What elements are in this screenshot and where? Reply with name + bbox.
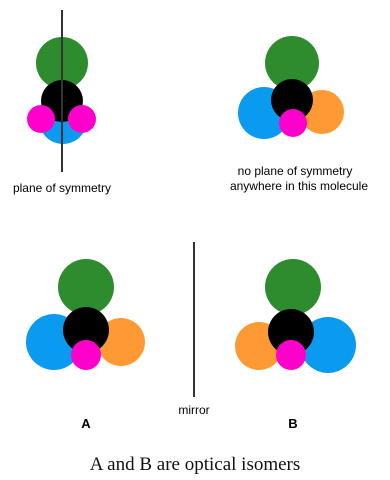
caption: A and B are optical isomers [90, 454, 301, 475]
atom-black [63, 307, 109, 353]
atom-magenta [276, 340, 306, 370]
mirror-label: mirror [178, 403, 209, 417]
no-symmetry-label-line2: anywhere in this molecule [230, 179, 368, 193]
atom-black [271, 79, 313, 121]
plane-of-symmetry-label: plane of symmetry [13, 181, 111, 195]
molecule-b-label: B [288, 416, 297, 431]
atom-magenta-right [68, 105, 96, 133]
atom-green [265, 259, 321, 315]
atom-green [58, 259, 114, 315]
no-symmetry-label-line1: no plane of symmetry [238, 164, 353, 178]
asymmetric-molecule [238, 36, 344, 139]
atom-blue [300, 317, 356, 373]
molecule-a [26, 259, 145, 370]
atom-magenta-left [27, 105, 55, 133]
atom-magenta [71, 340, 101, 370]
atom-magenta [279, 109, 307, 137]
symmetric-molecule [27, 10, 96, 172]
molecule-b [235, 259, 356, 373]
molecule-a-label: A [81, 416, 91, 431]
atom-green [265, 36, 319, 90]
atom-black [268, 309, 314, 355]
